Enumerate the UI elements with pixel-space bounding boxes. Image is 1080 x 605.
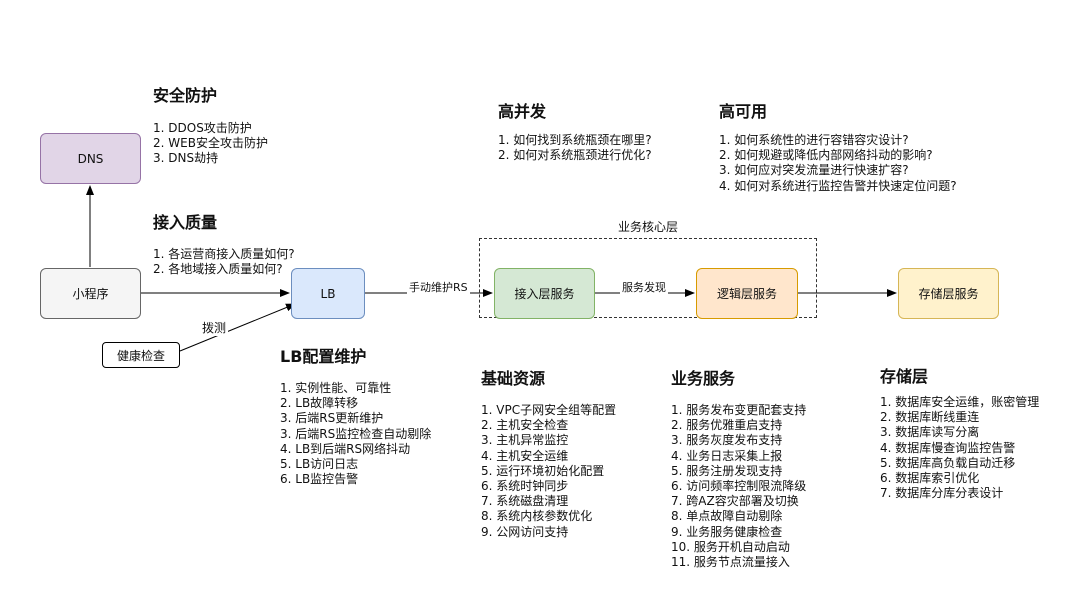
lb-config-list: 1. 实例性能、可靠性 2. LB故障转移 3. 后端RS更新维护 3. 后端R… <box>280 381 431 487</box>
access-layer-node: 接入层服务 <box>494 268 595 319</box>
list-item: 10. 服务开机自动启动 <box>671 539 790 554</box>
security-title: 安全防护 <box>153 86 218 105</box>
logic-layer-node-label: 逻辑层服务 <box>716 287 777 301</box>
list-item: 4. 主机安全运维 <box>481 448 569 463</box>
list-item: 2. 各地域接入质量如何? <box>153 262 283 277</box>
list-item: 1. 各运营商接入质量如何? <box>153 247 295 261</box>
concurrency-title: 高并发 <box>498 102 547 121</box>
storage-layer-list: 1. 数据库安全运维，账密管理 2. 数据库断线重连 3. 数据库读写分离 4.… <box>880 395 1039 501</box>
list-item: 8. 单点故障自动剔除 <box>671 509 783 524</box>
health-check-node-label: 健康检查 <box>116 348 165 363</box>
list-item: 1. 如何系统性的进行容错容灾设计? <box>719 133 909 147</box>
list-item: 9. 公网访问支持 <box>481 524 569 539</box>
lb-node: LB <box>291 268 365 319</box>
infra-list: 1. VPC子网安全组等配置 2. 主机安全检查 3. 主机异常监控 4. 主机… <box>481 403 616 540</box>
availability-list: 1. 如何系统性的进行容错容灾设计? 2. 如何规避或降低内部网络抖动的影响? … <box>719 133 957 194</box>
list-item: 7. 系统磁盘清理 <box>481 494 569 509</box>
access-layer-node-label: 接入层服务 <box>514 287 575 301</box>
list-item: 3. 后端RS监控检查自动剔除 <box>280 426 432 441</box>
security-list: 1. DDOS攻击防护 2. WEB安全攻击防护 3. DNS劫持 <box>153 121 268 167</box>
list-item: 9. 业务服务健康检查 <box>671 524 783 539</box>
core-layer-frame <box>479 238 817 318</box>
lb-node-label: LB <box>320 286 336 301</box>
storage-layer-title: 存储层 <box>880 367 929 386</box>
biz-service-list: 1. 服务发布变更配套支持 2. 服务优雅重启支持 3. 服务灰度发布支持 4.… <box>671 403 806 570</box>
concurrency-list: 1. 如何找到系统瓶颈在哪里? 2. 如何对系统瓶颈进行优化? <box>498 133 652 163</box>
availability-title: 高可用 <box>719 102 768 121</box>
logic-layer-node: 逻辑层服务 <box>696 268 798 319</box>
lb-config-title: LB配置维护 <box>280 347 367 366</box>
edge-label-discovery: 服务发现 <box>620 279 668 295</box>
edge-health-to-lb <box>179 303 296 352</box>
list-item: 6. 数据库索引优化 <box>880 471 980 486</box>
miniapp-node: 小程序 <box>40 268 141 319</box>
list-item: 1. 实例性能、可靠性 <box>280 381 392 395</box>
list-item: 5. 数据库高负载自动迁移 <box>880 455 1016 470</box>
miniapp-node-label: 小程序 <box>72 287 109 301</box>
list-item: 4. 如何对系统进行监控告警并快速定位问题? <box>719 178 957 193</box>
edge-label-manual-rs: 手动维护RS <box>407 279 470 295</box>
storage-layer-node: 存储层服务 <box>898 268 999 319</box>
list-item: 1. 数据库安全运维，账密管理 <box>880 395 1040 409</box>
dns-node: DNS <box>40 133 141 184</box>
core-layer-title: 业务核心层 <box>618 220 679 234</box>
edge-label-probe: 拨测 <box>200 319 229 336</box>
list-item: 1. DDOS攻击防护 <box>153 121 252 135</box>
list-item: 11. 服务节点流量接入 <box>671 555 790 570</box>
health-check-node: 健康检查 <box>102 342 180 368</box>
list-item: 6. 访问频率控制限流降级 <box>671 479 807 494</box>
list-item: 3. 如何应对突发流量进行快速扩容? <box>719 163 909 178</box>
list-item: 2. WEB安全攻击防护 <box>153 136 268 151</box>
list-item: 7. 跨AZ容灾部署及切换 <box>671 494 799 509</box>
list-item: 3. 后端RS更新维护 <box>280 411 384 426</box>
list-item: 1. VPC子网安全组等配置 <box>481 403 617 417</box>
list-item: 6. 系统时钟同步 <box>481 479 569 494</box>
access-quality-title: 接入质量 <box>153 213 218 232</box>
list-item: 2. 服务优雅重启支持 <box>671 418 783 433</box>
list-item: 5. 运行环境初始化配置 <box>481 463 605 478</box>
access-quality-list: 1. 各运营商接入质量如何? 2. 各地域接入质量如何? <box>153 247 295 277</box>
list-item: 2. 如何对系统瓶颈进行优化? <box>498 148 652 163</box>
list-item: 3. 数据库读写分离 <box>880 425 980 440</box>
storage-layer-node-label: 存储层服务 <box>918 287 979 301</box>
list-item: 2. LB故障转移 <box>280 396 359 411</box>
list-item: 1. 如何找到系统瓶颈在哪里? <box>498 133 652 147</box>
list-item: 1. 服务发布变更配套支持 <box>671 403 807 417</box>
list-item: 2. 主机安全检查 <box>481 418 569 433</box>
list-item: 2. 如何规避或降低内部网络抖动的影响? <box>719 148 933 163</box>
list-item: 4. 数据库慢查询监控告警 <box>880 440 1016 455</box>
list-item: 6. LB监控告警 <box>280 472 359 487</box>
dns-node-label: DNS <box>77 151 104 166</box>
list-item: 4. 业务日志采集上报 <box>671 448 783 463</box>
list-item: 3. DNS劫持 <box>153 151 219 166</box>
list-item: 3. 主机异常监控 <box>481 433 569 448</box>
list-item: 8. 系统内核参数优化 <box>481 509 593 524</box>
infra-title: 基础资源 <box>481 369 546 388</box>
list-item: 3. 服务灰度发布支持 <box>671 433 783 448</box>
list-item: 2. 数据库断线重连 <box>880 410 980 425</box>
biz-service-title: 业务服务 <box>671 369 736 388</box>
list-item: 7. 数据库分库分表设计 <box>880 486 1004 501</box>
list-item: 5. 服务注册发现支持 <box>671 463 783 478</box>
list-item: 4. LB到后端RS网络抖动 <box>280 441 411 456</box>
list-item: 5. LB访问日志 <box>280 457 359 472</box>
